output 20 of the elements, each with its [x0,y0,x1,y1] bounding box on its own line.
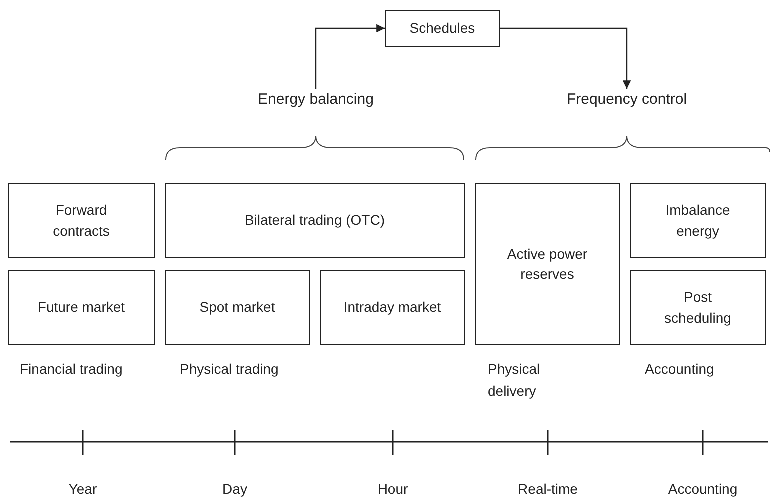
tick-label: Hour [376,480,410,499]
market-box: Intraday market [320,270,465,345]
market-box: Post scheduling [630,270,766,345]
arrow [500,28,632,89]
market-box: Bilateral trading (OTC) [165,183,465,258]
market-box: Future market [8,270,155,345]
market-box: Schedules [385,10,500,47]
tick-label: Year [68,480,98,499]
tick-label: Accounting [667,480,739,499]
arrow [315,24,385,89]
tick-label: Day [222,480,248,499]
column-label: Financial trading [20,360,124,379]
column-label: Accounting [645,360,716,379]
market-box: Forward contracts [8,183,155,258]
market-box: Active power reserves [475,183,620,345]
market-box: Imbalance energy [630,183,766,258]
tick-label: Real-time [517,480,579,499]
column-label: Physical trading [180,360,280,379]
column-label: Physical delivery [488,360,542,402]
market-box: Spot market [165,270,310,345]
